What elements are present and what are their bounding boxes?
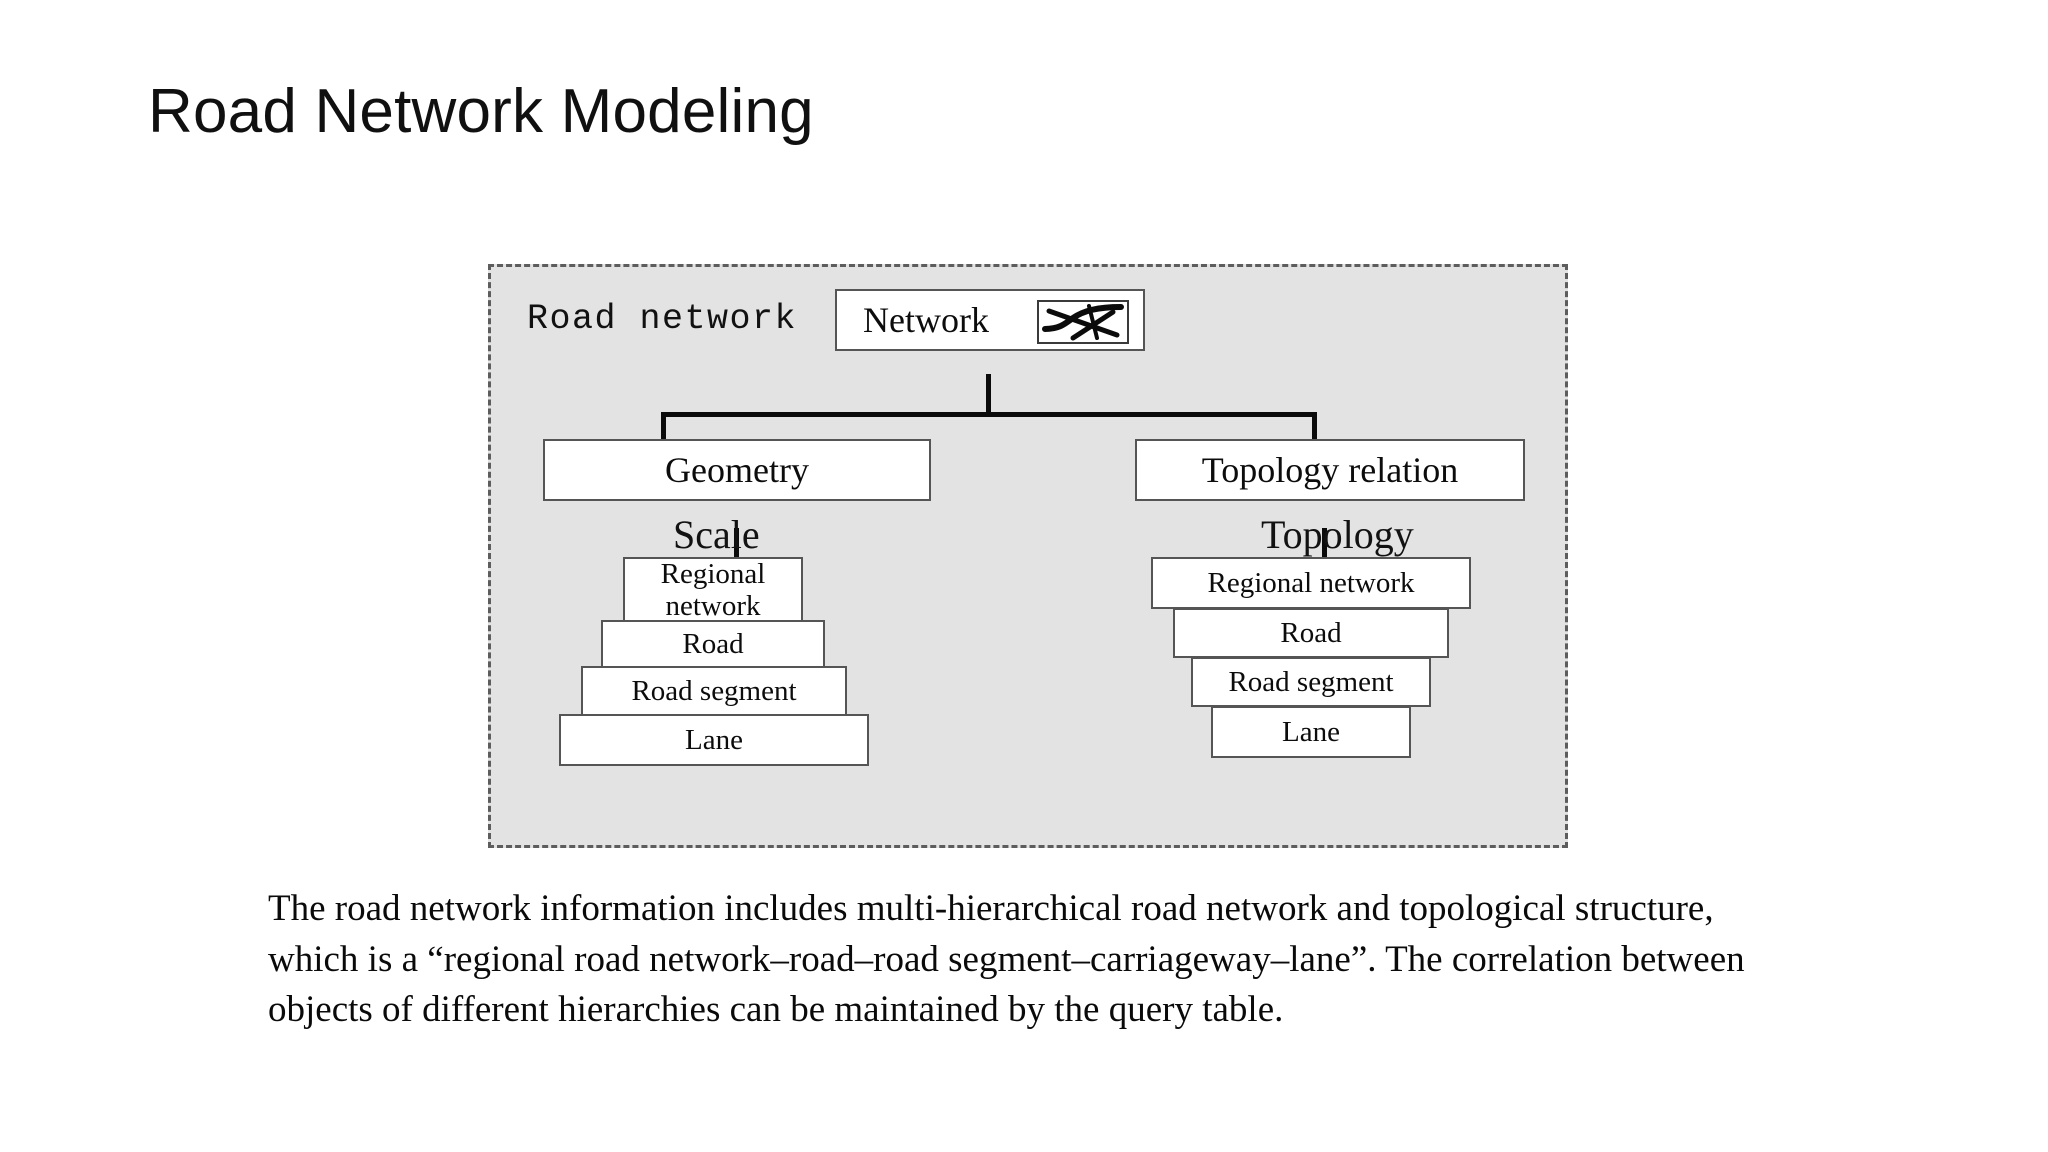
right-stack-road-segment: Road segment <box>1191 657 1431 707</box>
network-node-label: Network <box>863 299 989 340</box>
caption-text: The road network information includes mu… <box>268 888 1745 1031</box>
topology-relation-node-label: Topology relation <box>1201 449 1459 490</box>
connector-scale-vertical <box>734 528 739 559</box>
left-stack-regional-network: Regional network <box>623 557 803 623</box>
right-stack-road: Road <box>1173 608 1449 658</box>
left-lane-label: Lane <box>685 723 743 756</box>
topology-label: Topology <box>1261 512 1414 557</box>
connector-root-vertical <box>986 374 991 414</box>
left-stack-lane: Lane <box>559 714 869 766</box>
left-regional-line2: network <box>665 590 761 622</box>
scale-label: Scale <box>673 512 760 557</box>
network-node: Network <box>835 289 1145 351</box>
left-road-label: Road <box>682 627 744 660</box>
right-stack-regional-network: Regional network <box>1151 557 1471 609</box>
generalization-arrow-scale <box>724 507 750 529</box>
topology-relation-node: Topology relation <box>1135 439 1525 501</box>
geometry-node-label: Geometry <box>665 449 809 490</box>
generalization-arrow-topology <box>1312 507 1338 529</box>
road-crossing-icon <box>1037 300 1129 344</box>
right-stack-lane: Lane <box>1211 706 1411 758</box>
left-road-segment-label: Road segment <box>631 674 797 707</box>
right-regional-label: Regional network <box>1207 566 1415 599</box>
right-lane-label: Lane <box>1282 715 1340 748</box>
left-stack-road-segment: Road segment <box>581 666 847 716</box>
connector-left-drop <box>661 412 666 442</box>
connector-right-drop <box>1312 412 1317 442</box>
connector-horizontal-bar <box>661 412 1317 417</box>
road-network-diagram: Road network Network Geometry Topology r… <box>488 264 1568 848</box>
left-regional-line1: Regional <box>660 557 766 590</box>
geometry-node: Geometry <box>543 439 931 501</box>
left-stack-road: Road <box>601 620 825 668</box>
page-title: Road Network Modeling <box>148 77 814 146</box>
right-road-segment-label: Road segment <box>1228 665 1394 698</box>
generalization-arrow-root <box>976 353 1002 375</box>
diagram-panel-label: Road network <box>527 299 798 339</box>
right-road-label: Road <box>1280 616 1342 649</box>
connector-topology-vertical <box>1322 528 1327 559</box>
